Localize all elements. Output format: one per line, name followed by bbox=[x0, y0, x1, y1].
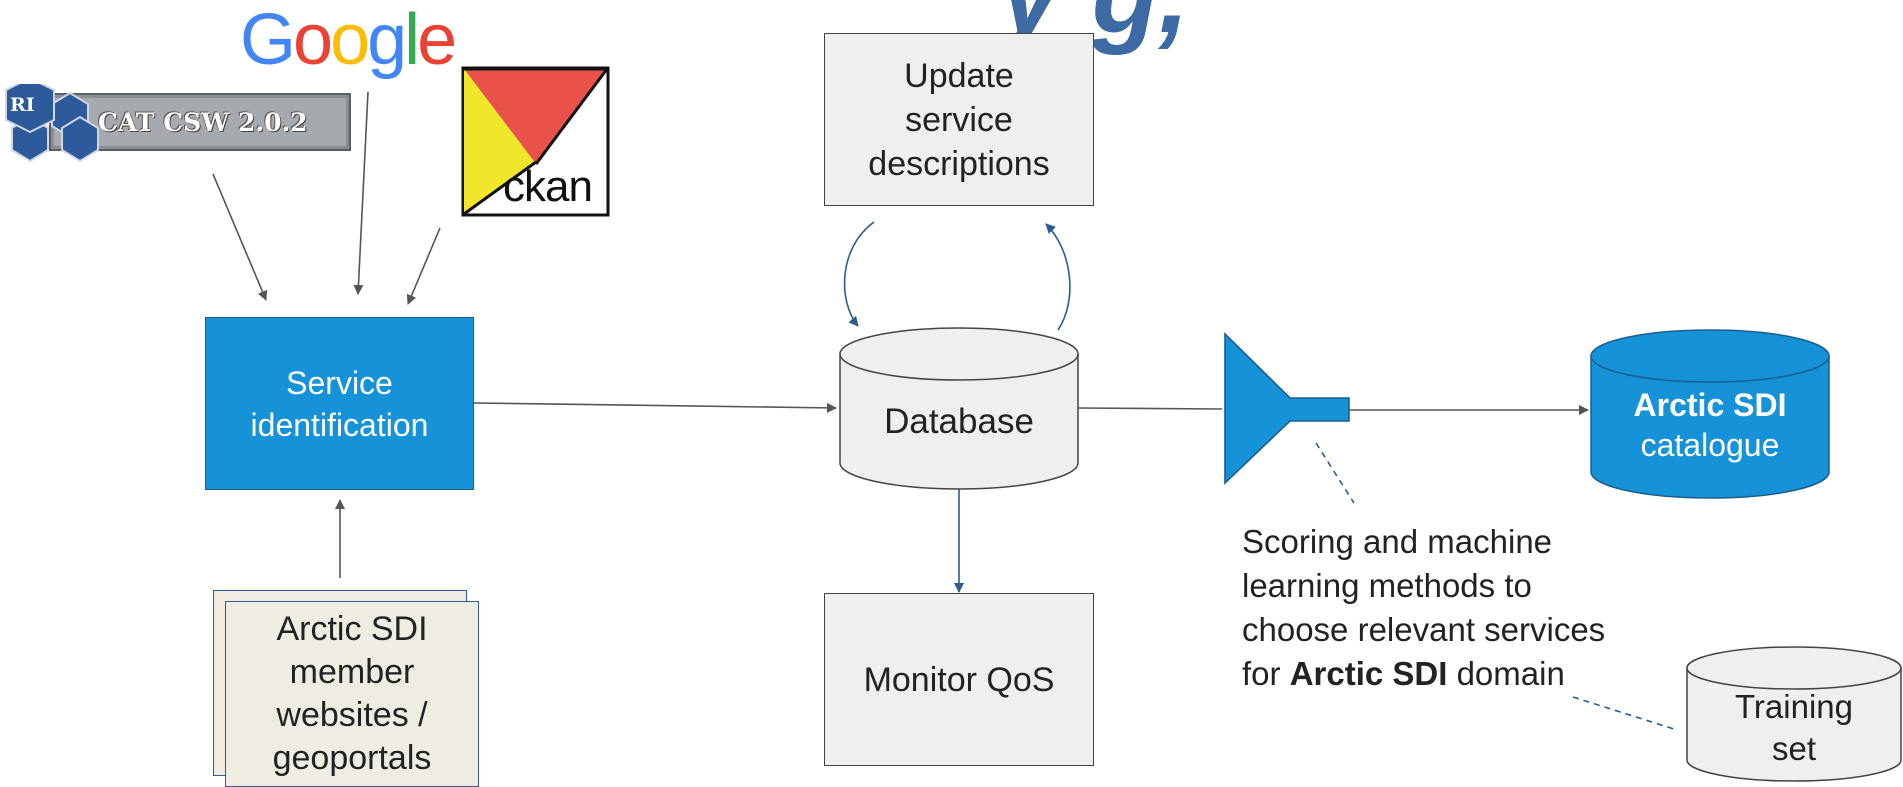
google-letter: g bbox=[367, 0, 407, 80]
monitor-qos-label: Monitor QoS bbox=[863, 660, 1055, 699]
arrow-update-to-database bbox=[843, 221, 875, 327]
catalogue-label: Arctic SDI catalogue bbox=[1591, 385, 1829, 465]
training-set-label: Training set bbox=[1687, 686, 1901, 770]
member-websites-node: Arctic SDI member websites / geoportals bbox=[225, 601, 479, 787]
service-identification-line1: Service bbox=[286, 364, 393, 401]
arrow-service-to-database bbox=[473, 402, 837, 413]
service-identification-node: Service identification bbox=[205, 317, 474, 490]
ckan-text: ckan bbox=[503, 162, 593, 211]
catalogue-line2: catalogue bbox=[1640, 427, 1780, 463]
arrow-csw-to-service bbox=[212, 173, 268, 301]
member-websites-line4: geoportals bbox=[272, 739, 432, 777]
scoring-annotation: Scoring and machine learning methods to … bbox=[1242, 520, 1662, 696]
annotation-line4-suffix: domain bbox=[1447, 655, 1565, 692]
member-websites-line3: websites / bbox=[276, 696, 428, 734]
csw-label: CAT CSW 2.0.2 bbox=[98, 108, 308, 137]
update-descriptions-line2: service bbox=[905, 100, 1013, 139]
annotation-line4: for Arctic SDI domain bbox=[1242, 652, 1662, 696]
google-logo: Google bbox=[240, 0, 457, 80]
csw-hexagon-icon bbox=[5, 84, 351, 163]
monitor-qos-node: Monitor QoS bbox=[824, 593, 1094, 766]
ckan-logo-mark bbox=[461, 66, 610, 217]
member-websites-line2: member bbox=[289, 653, 415, 691]
line-database-to-filter bbox=[1077, 407, 1223, 410]
annotation-line4-bold: Arctic SDI bbox=[1289, 655, 1448, 692]
google-letter: o bbox=[293, 0, 333, 80]
filter-funnel-icon bbox=[1224, 332, 1350, 485]
arrow-google-to-service bbox=[353, 91, 369, 295]
google-letter: G bbox=[240, 0, 296, 80]
annotation-line3: choose relevant services bbox=[1242, 611, 1606, 648]
member-websites-line1: Arctic SDI bbox=[276, 610, 428, 648]
catalogue-cylinder bbox=[1590, 329, 1830, 499]
ckan-logo: ckan bbox=[461, 66, 610, 217]
training-set-line2: set bbox=[1771, 730, 1817, 767]
dashed-annotation-to-training bbox=[1572, 696, 1678, 731]
database-cylinder bbox=[839, 327, 1079, 490]
training-set-line1: Training bbox=[1735, 688, 1853, 725]
arrow-database-to-update bbox=[1045, 223, 1071, 331]
update-descriptions-line1: Update bbox=[904, 56, 1014, 95]
dashed-filter-to-annotation bbox=[1315, 442, 1355, 504]
csw-badge: RI CAT CSW 2.0.2 bbox=[0, 84, 360, 174]
service-identification-line2: identification bbox=[250, 406, 429, 443]
google-letter: e bbox=[417, 0, 457, 80]
update-descriptions-node: Update service descriptions bbox=[824, 33, 1094, 206]
arrow-ckan-to-service bbox=[406, 227, 441, 305]
training-set-cylinder bbox=[1686, 646, 1902, 782]
database-label: Database bbox=[884, 402, 1034, 441]
update-descriptions-line3: descriptions bbox=[868, 144, 1050, 183]
annotation-line1: Scoring and machine bbox=[1242, 523, 1553, 560]
google-letter: l bbox=[404, 0, 420, 80]
annotation-line2: learning methods to bbox=[1242, 567, 1532, 604]
annotation-line4-prefix: for bbox=[1242, 655, 1290, 692]
catalogue-line1: Arctic SDI bbox=[1633, 387, 1787, 423]
csw-ri-text: RI bbox=[10, 94, 35, 116]
google-letter: o bbox=[330, 0, 370, 80]
